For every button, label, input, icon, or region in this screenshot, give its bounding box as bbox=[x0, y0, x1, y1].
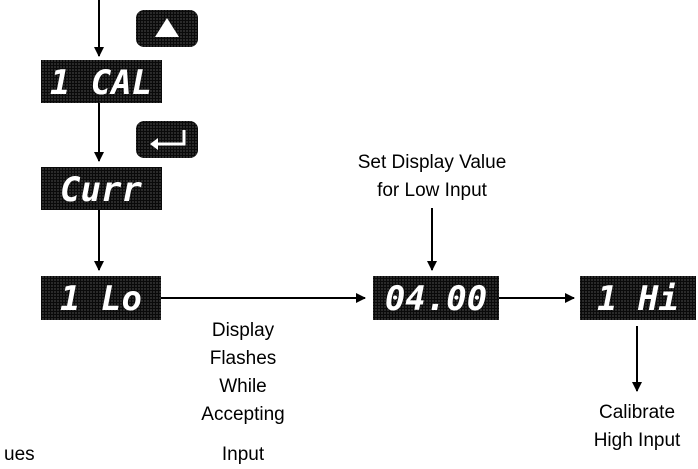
caption-flashes-line4: Accepting bbox=[201, 404, 284, 425]
up-arrow-icon bbox=[155, 18, 179, 37]
caption-flashes-line2: Flashes bbox=[210, 348, 277, 369]
connectors bbox=[94, 0, 642, 392]
display-ihi-text: 1 Hi bbox=[597, 279, 679, 319]
enter-button[interactable] bbox=[136, 121, 198, 158]
display-curr: Curr bbox=[41, 167, 162, 210]
caption-set-display-line2: for Low Input bbox=[377, 180, 488, 201]
caption-partial: ues bbox=[4, 444, 35, 465]
display-curr-text: Curr bbox=[60, 170, 142, 210]
caption-flashes: Display Flashes While Accepting Input bbox=[201, 320, 284, 465]
display-ical-text: 1 CAL bbox=[50, 63, 152, 103]
display-ilo-text: 1 Lo bbox=[60, 279, 142, 319]
caption-calibrate-line1: Calibrate bbox=[599, 402, 675, 423]
up-button[interactable] bbox=[136, 10, 198, 47]
caption-set-display-line1: Set Display Value bbox=[358, 152, 507, 173]
caption-set-display: Set Display Value for Low Input bbox=[358, 152, 507, 201]
enter-icon bbox=[150, 130, 186, 150]
caption-flashes-line5: Input bbox=[222, 444, 265, 465]
caption-calibrate: Calibrate High Input bbox=[594, 402, 681, 451]
caption-calibrate-line2: High Input bbox=[594, 430, 681, 451]
display-ihi: 1 Hi bbox=[580, 276, 696, 320]
display-value-text: 04.00 bbox=[385, 279, 487, 319]
display-value: 04.00 bbox=[373, 276, 499, 320]
caption-flashes-line3: While bbox=[219, 376, 267, 397]
display-ical: 1 CAL bbox=[41, 60, 162, 103]
display-ilo: 1 Lo bbox=[41, 276, 161, 320]
caption-flashes-line1: Display bbox=[212, 320, 275, 341]
